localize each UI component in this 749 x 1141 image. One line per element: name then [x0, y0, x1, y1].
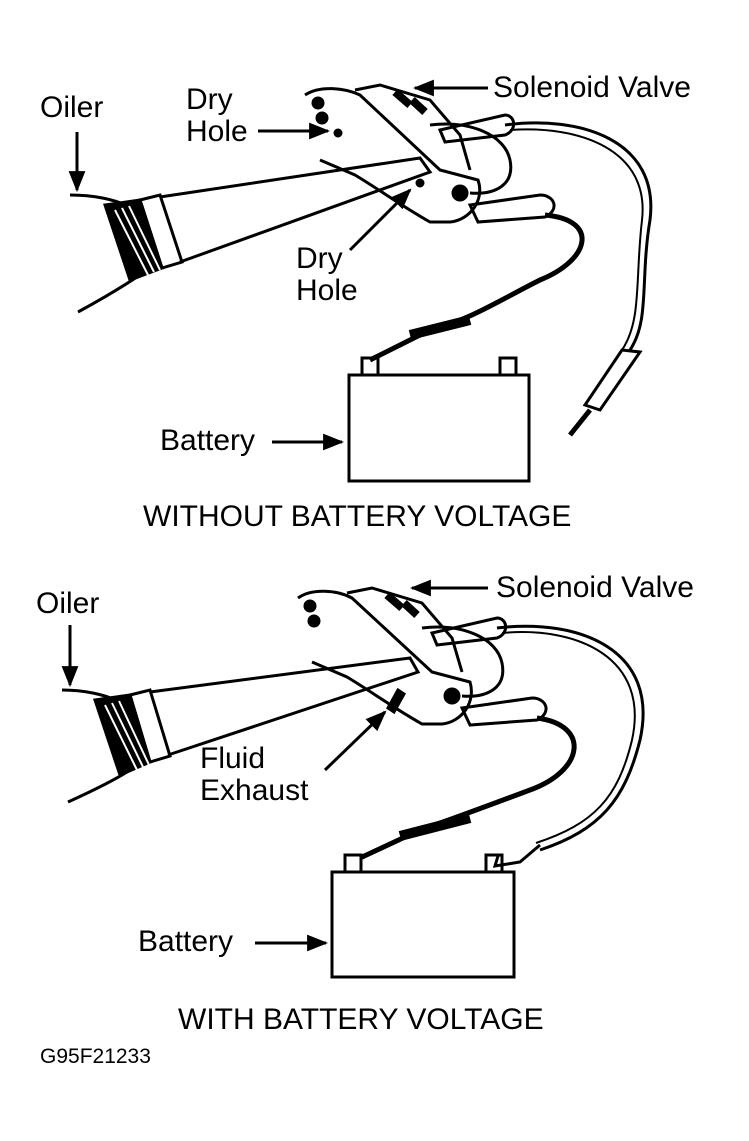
top-solenoid-valve-label: Solenoid Valve	[493, 71, 691, 104]
top-oiler-bottle	[69, 156, 433, 314]
top-dry-hole-upper-label-line1: Dry	[186, 83, 233, 116]
bottom-oiler-label: Oiler	[36, 587, 100, 620]
bottom-battery-label: Battery	[138, 925, 234, 958]
bottom-pointer-arrows	[61, 579, 488, 952]
bottom-solenoid-valve	[297, 586, 505, 726]
bottom-oiler-bottle	[61, 656, 421, 804]
bottom-battery	[330, 853, 516, 979]
bottom-caption: WITH BATTERY VOLTAGE	[178, 1003, 544, 1036]
top-dry-hole-upper-label-line2: Hole	[186, 115, 248, 148]
top-dry-hole-lower-label-line1: Dry	[296, 242, 343, 275]
bottom-fluid-exhaust-label-line2: Exhaust	[200, 774, 309, 807]
top-caption: WITHOUT BATTERY VOLTAGE	[143, 500, 572, 533]
bottom-wires	[358, 624, 645, 868]
top-battery	[347, 356, 531, 483]
top-pointer-arrows	[68, 79, 488, 451]
top-solenoid-valve	[304, 83, 513, 224]
figure-code: G95F21233	[40, 1045, 151, 1068]
top-dry-hole-lower-label-line2: Hole	[296, 274, 358, 307]
top-battery-label: Battery	[160, 424, 256, 457]
bottom-solenoid-valve-label: Solenoid Valve	[496, 571, 694, 604]
top-wires	[368, 121, 653, 437]
top-oiler-label: Oiler	[40, 91, 104, 124]
bottom-fluid-exhaust-label-line1: Fluid	[200, 742, 266, 775]
